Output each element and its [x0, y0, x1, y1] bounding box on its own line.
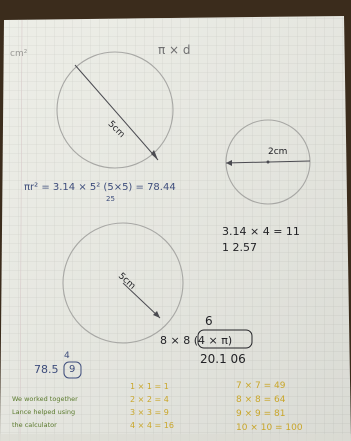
right-calc-line-1: 3.14 × 4 = 11	[222, 225, 300, 238]
bottom-left-small: 4	[64, 351, 70, 361]
square-right-3: 9 × 9 = 81	[236, 409, 286, 419]
square-right-4: 10 × 10 = 100	[236, 423, 303, 433]
area-denominator: 25	[106, 195, 115, 203]
bottom-left-box-value: 9	[69, 364, 76, 375]
square-right-2: 8 × 8 = 64	[236, 395, 286, 405]
square-left-1: 1 × 1 = 1	[130, 382, 169, 391]
square-left-3: 3 × 3 = 9	[130, 408, 169, 417]
mid-calc-result: 20.1 06	[200, 352, 246, 366]
bottom-left-value: 78.5	[34, 363, 59, 376]
square-left-2: 2 × 2 = 4	[130, 395, 169, 404]
unit-header: cm²	[10, 49, 28, 59]
radius-label-right: 2cm	[268, 147, 288, 157]
green-note-line-1: We worked together	[12, 395, 78, 403]
right-calc-line-2: 1 2.57	[222, 241, 257, 254]
green-note-line-3: the calculator	[12, 421, 57, 429]
square-left-4: 4 × 4 = 16	[130, 421, 174, 430]
area-working: πr² = 3.14 × 5² (5×5) = 78.44	[24, 182, 176, 193]
circle-right	[225, 119, 311, 205]
square-right-1: 7 × 7 = 49	[236, 381, 286, 391]
mid-calc-line: 8 × 8 (4 × π)	[160, 334, 233, 347]
circle-bottom	[62, 222, 184, 344]
mid-calc-top: 6	[205, 314, 213, 328]
green-note-line-2: Lance helped using	[12, 408, 76, 416]
circle-top-left	[56, 51, 174, 169]
formula-header: π × d	[158, 43, 191, 57]
